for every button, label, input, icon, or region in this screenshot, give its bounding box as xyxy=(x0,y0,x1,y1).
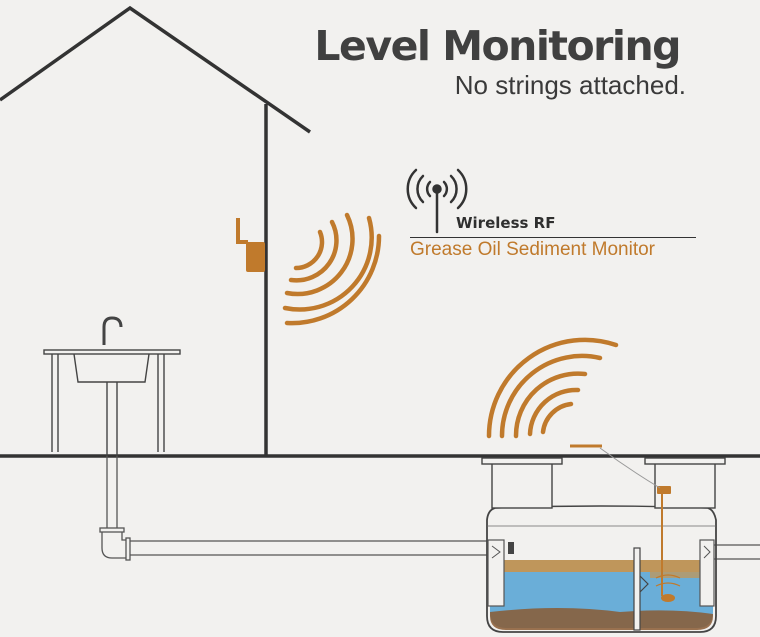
device-divider xyxy=(410,237,696,238)
drain-pipe xyxy=(99,456,490,561)
radio-wave-icon xyxy=(282,212,382,326)
house-outline xyxy=(0,5,311,455)
gateway-device-icon xyxy=(236,218,265,272)
page-tagline: No strings attached. xyxy=(454,70,686,100)
radio-wave-icon xyxy=(486,337,619,439)
sensor-cable xyxy=(599,447,661,489)
page-title: Level Monitoring xyxy=(314,22,681,70)
outlet-pipe xyxy=(712,544,760,560)
antenna-icon xyxy=(406,168,468,234)
sink xyxy=(43,316,181,456)
device-subtitle: Grease Oil Sediment Monitor xyxy=(410,239,655,260)
grease-interceptor-tank xyxy=(481,457,726,633)
device-title: Wireless RF xyxy=(456,214,556,232)
